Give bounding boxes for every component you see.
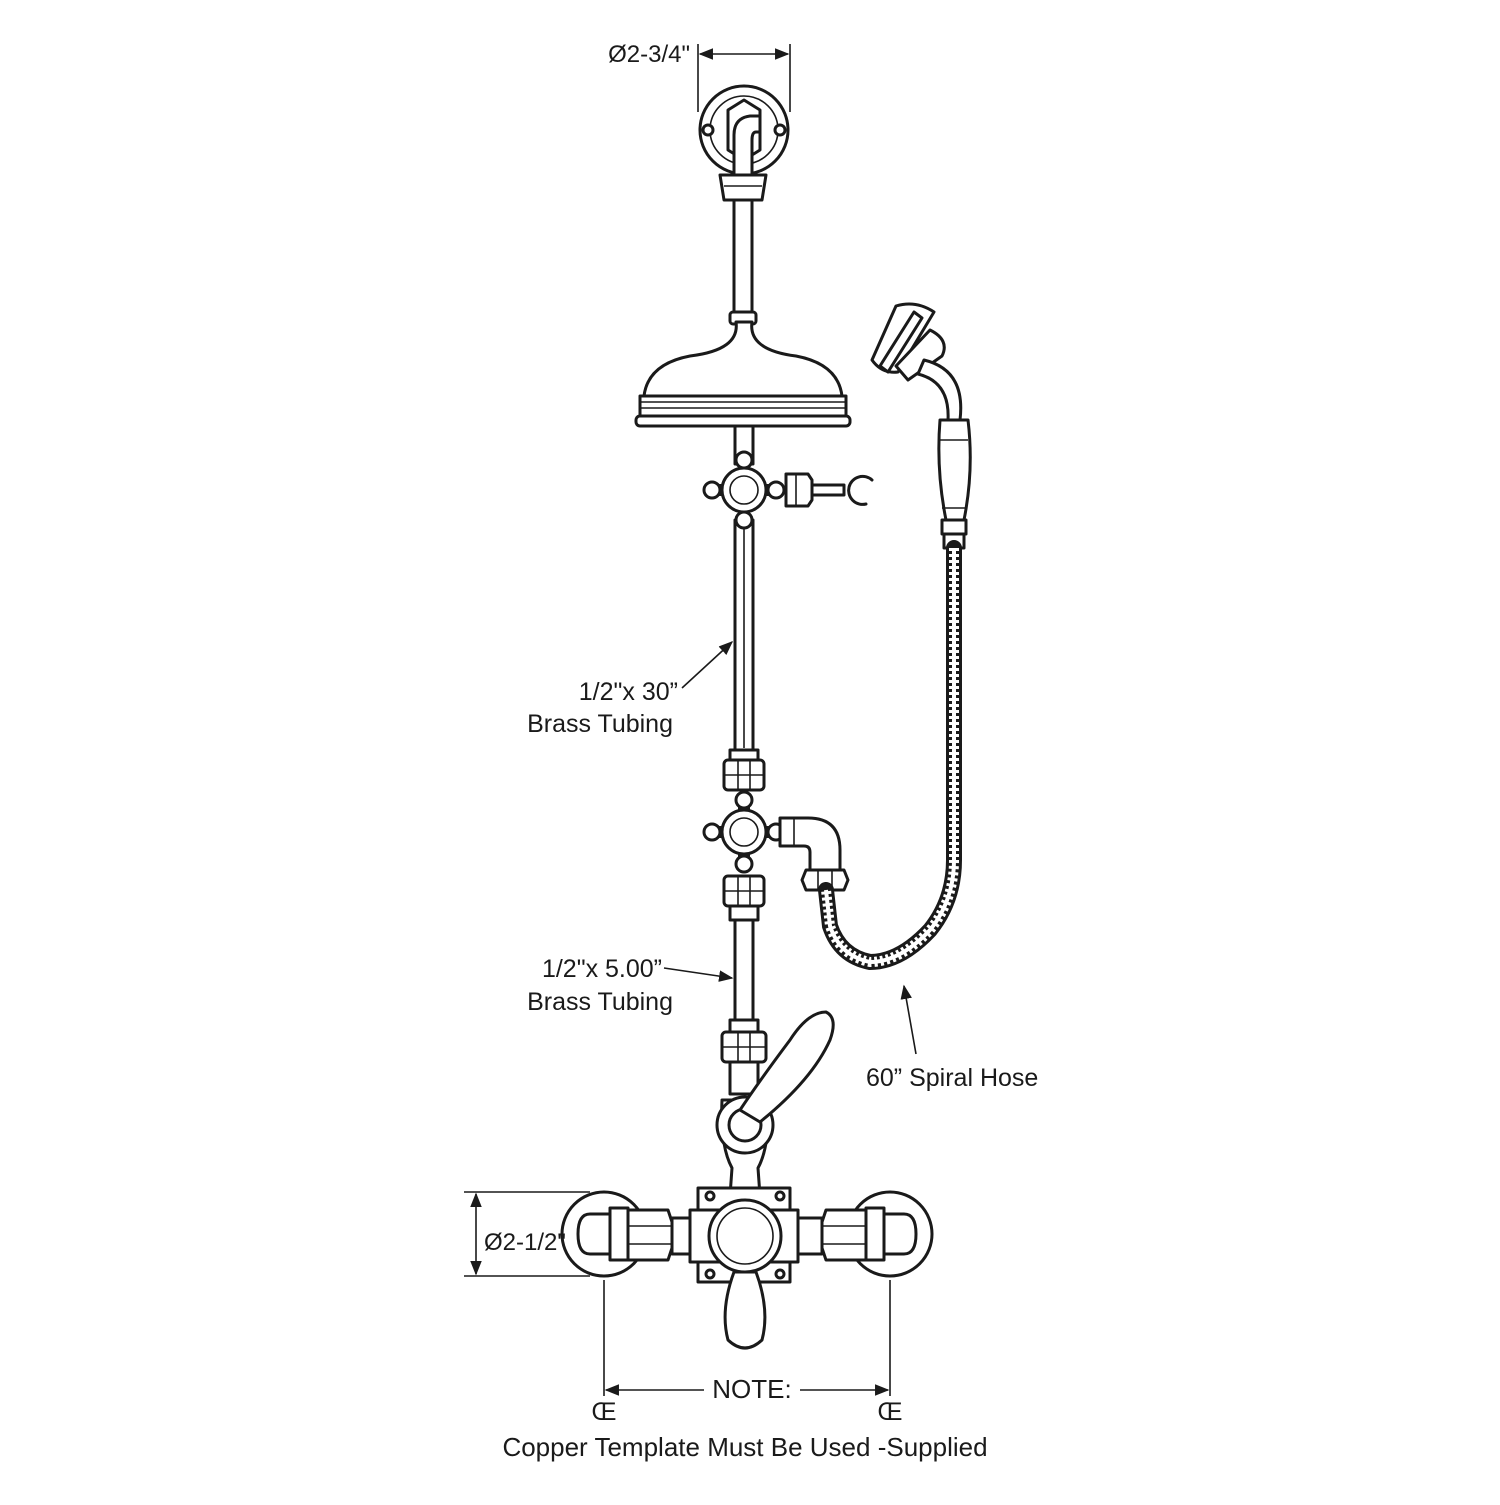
spiral-hose	[818, 540, 962, 971]
temperature-lever	[738, 1010, 835, 1124]
lower-tubing-annotation: 1/2"x 5.00” Brass Tubing	[527, 955, 734, 1016]
lower-tubing-material-label: Brass Tubing	[527, 988, 673, 1016]
hose-elbow	[778, 816, 850, 892]
flange-dimension: Ø2-1/2"	[464, 1191, 590, 1277]
shower-head	[634, 310, 852, 428]
mixer-valve	[688, 1186, 800, 1350]
shower-arm	[718, 114, 768, 320]
lower-tubing-size-label: 1/2"x 5.00”	[542, 955, 662, 983]
centerline-dimension: NOTE: Œ Œ Copper Template Must Be Used -…	[502, 1280, 988, 1462]
right-inlet	[796, 1190, 934, 1278]
note-title: NOTE:	[712, 1374, 791, 1404]
hand-shower	[870, 302, 972, 550]
centerline-right-symbol: Œ	[878, 1398, 903, 1426]
note-text: Copper Template Must Be Used -Supplied	[502, 1432, 987, 1462]
upper-tubing-size-label: 1/2"x 30”	[579, 678, 678, 706]
upper-tubing-annotation: 1/2"x 30” Brass Tubing	[527, 641, 734, 738]
handshower-holder	[784, 472, 874, 508]
head-arm-diameter-label: Ø2-3/4"	[608, 41, 690, 68]
hose-annotation: 60” Spiral Hose	[866, 984, 1038, 1092]
upper-cross-handle	[702, 450, 786, 530]
left-inlet	[560, 1190, 692, 1278]
hose-label: 60” Spiral Hose	[866, 1064, 1038, 1092]
middle-coupling	[722, 874, 766, 922]
centerline-left-symbol: Œ	[592, 1398, 617, 1426]
lower-riser	[733, 918, 755, 1022]
diverter-cross-handle	[702, 790, 786, 874]
upper-coupling	[722, 748, 766, 792]
flange-diameter-label: Ø2-1/2"	[484, 1229, 566, 1256]
head-arm-dimension: Ø2-3/4"	[608, 41, 791, 112]
upper-tubing-material-label: Brass Tubing	[527, 710, 673, 738]
